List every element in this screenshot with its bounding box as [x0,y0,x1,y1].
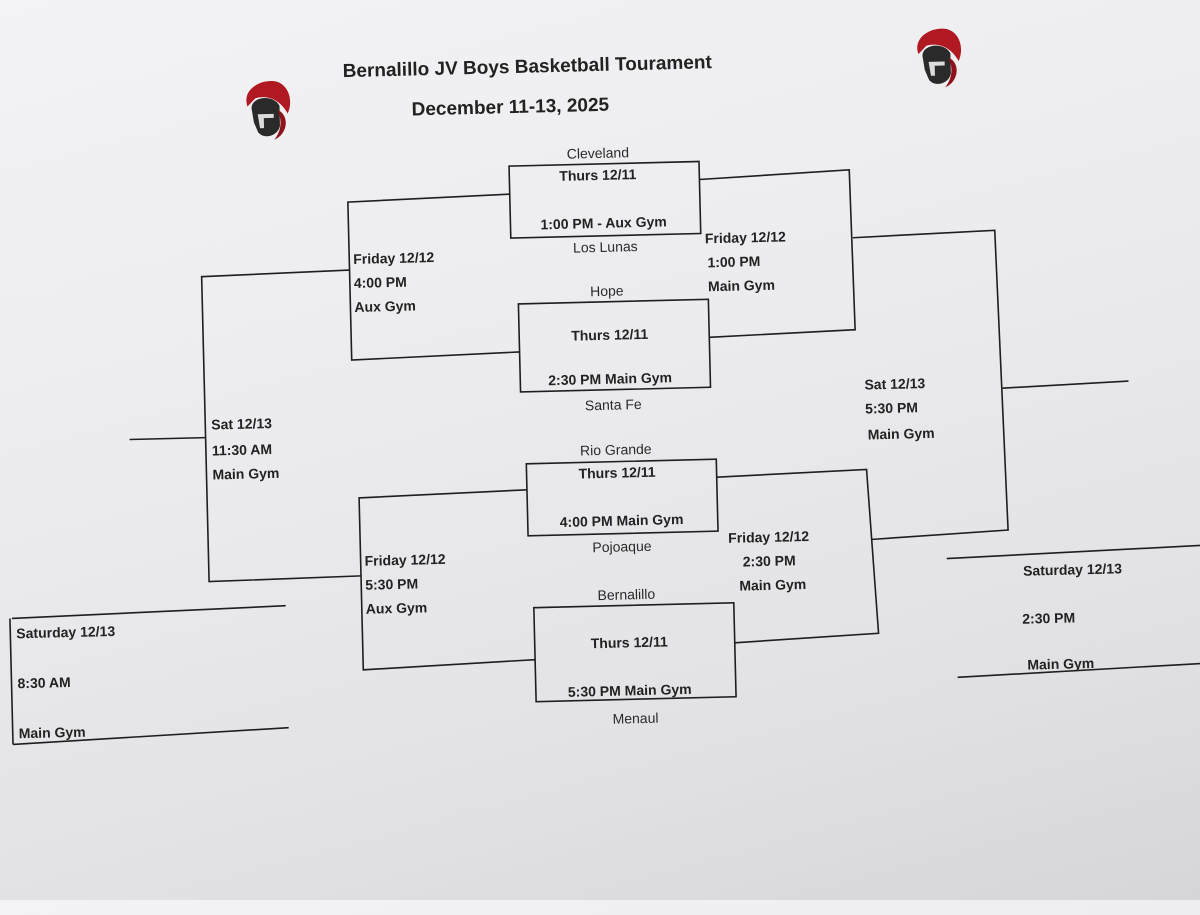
place-left-side-line [9,618,14,745]
team-hope: Hope [589,282,624,300]
team-los-lunas: Los Lunas [572,238,638,256]
game-time: 2:30 PM Main Gym [548,369,673,389]
game-day: Friday 12/12 [727,527,810,546]
game-day: Friday 12/12 [353,248,435,267]
game-box-r1-upper [517,298,712,393]
game-day: Thurs 12/11 [590,633,668,652]
game-location: Main Gym [212,464,280,483]
game-time: 4:00 PM Main Gym [559,510,684,531]
game-time: 5:30 PM [864,399,919,417]
game-location: Main Gym [867,424,935,443]
team-santa-fe: Santa Fe [584,395,642,414]
game-location: Main Gym [18,723,86,742]
game-time: 11:30 AM [211,441,273,459]
game-box-r1-lower [525,458,719,537]
spartan-helmet-icon [246,81,291,140]
game-location: Main Gym [739,576,807,594]
game-day: Friday 12/12 [364,550,446,569]
game-day: Friday 12/12 [704,228,786,247]
game-day: Sat 12/13 [211,415,273,433]
game-time: 1:00 PM [707,253,761,271]
team-rio-grande: Rio Grande [579,440,652,459]
cons-bottom-bracket [358,488,536,671]
game-day: Saturday 12/13 [16,622,116,642]
game-location: Aux Gym [365,599,428,617]
place-right-top-line [946,544,1200,560]
cons-final-bracket [200,269,362,583]
place-left-bottom-line [12,726,289,746]
place-left-top-line [11,604,286,620]
game-day: Thurs 12/11 [559,166,637,184]
game-location: Main Gym [707,276,776,295]
game-day: Thurs 12/11 [571,325,649,344]
final-bracket [852,229,1009,541]
cons-top-bracket [347,193,520,361]
game-location: Aux Gym [354,297,417,315]
game-time: 4:00 PM [353,273,407,291]
semi-bottom-bracket [716,468,880,644]
game-day: Sat 12/13 [864,375,926,393]
team-cleveland: Cleveland [566,144,630,162]
spartan-helmet-icon [917,28,962,88]
game-time: 2:30 PM [742,552,796,570]
game-time: 1:00 PM - Aux Gym [540,213,667,233]
game-day: Saturday 12/13 [1022,560,1123,579]
game-time: 5:30 PM Main Gym [567,680,692,700]
team-bernalillo: Bernalillo [597,585,656,604]
game-box-r1-bottom [533,601,737,703]
game-location: Main Gym [1027,654,1095,673]
semi-top-bracket [699,168,856,339]
game-time: 5:30 PM [365,575,419,593]
page-dates: December 11-13, 2025 [411,94,610,121]
team-menaul: Menaul [612,709,659,727]
champion-line [1002,380,1129,389]
game-time: 8:30 AM [17,674,71,692]
place-right-bottom-line [957,662,1200,679]
game-box-r1-top [508,160,702,239]
team-pojoaque: Pojoaque [592,537,652,556]
cons-champion-line [129,436,206,441]
game-time: 2:30 PM [1022,609,1076,627]
game-day: Thurs 12/11 [578,463,656,482]
